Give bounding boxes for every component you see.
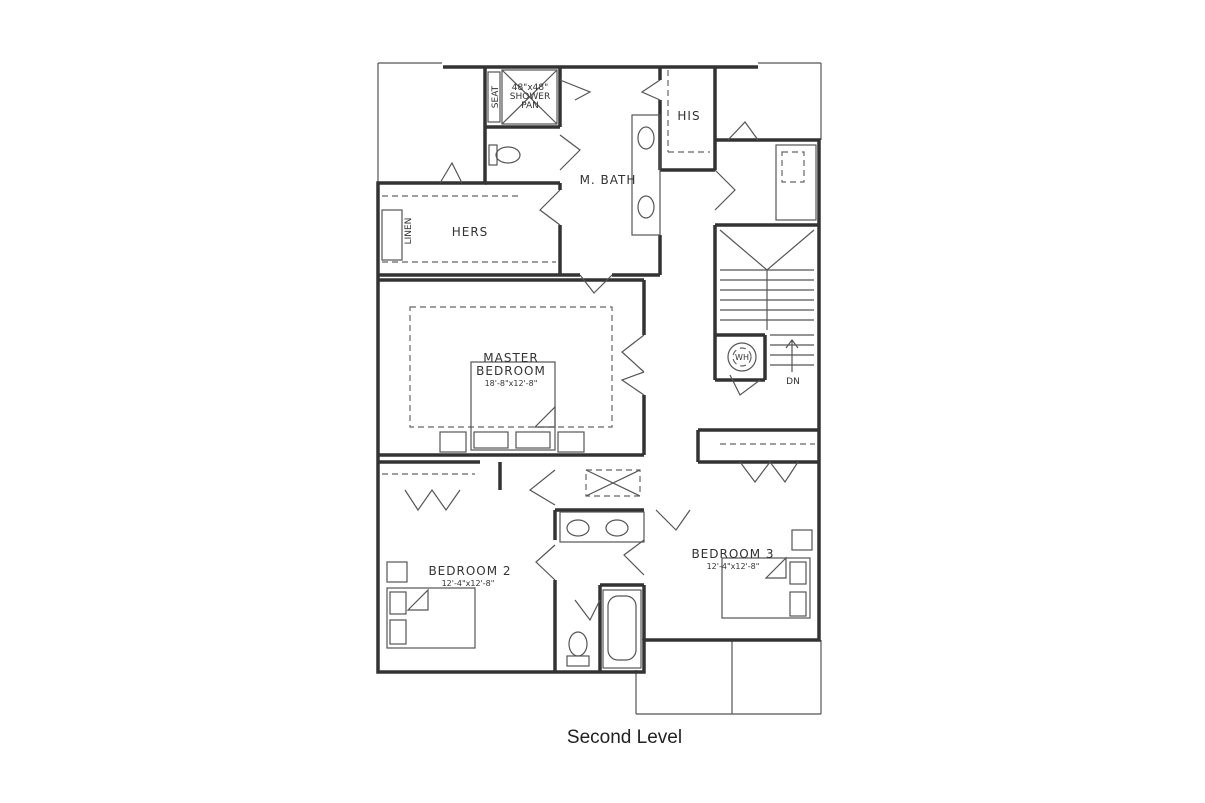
bedroom3-label: BEDROOM 3 xyxy=(691,547,774,561)
master-bedroom-dimensions: 18'-8"x12'-8" xyxy=(485,379,538,388)
hers-closet-label: HERS xyxy=(452,225,489,239)
bedroom2-bed xyxy=(386,561,476,649)
bedroom2-label: BEDROOM 2 xyxy=(428,564,511,578)
pan-label: PAN xyxy=(521,101,539,111)
attic-access xyxy=(585,469,641,497)
shower-label: SHOWER xyxy=(510,92,550,102)
master-bed xyxy=(409,306,613,453)
utility-fixture xyxy=(775,144,817,221)
exterior-walls xyxy=(376,65,821,674)
seat-label: SEAT xyxy=(491,85,501,108)
master-bath-label: M. BATH xyxy=(580,173,637,187)
his-closet-label: HIS xyxy=(677,109,700,123)
shower-size-label: 48"x48" xyxy=(512,83,549,93)
toilet-master xyxy=(488,144,521,166)
bedroom2-dimensions: 12'-4"x12'-8" xyxy=(442,579,495,588)
hall-vanity xyxy=(559,511,645,543)
stair-down-label: DN xyxy=(786,377,800,387)
shower-pan xyxy=(487,69,558,125)
bathtub xyxy=(602,589,642,669)
site-outline xyxy=(377,62,822,715)
bedroom3-bed xyxy=(721,529,813,619)
bedroom3-dimensions: 12'-4"x12'-8" xyxy=(707,562,760,571)
interior-walls xyxy=(378,67,819,672)
master-bedroom-label-1: MASTER xyxy=(483,351,538,365)
water-heater xyxy=(727,342,757,372)
master-bedroom-label-2: BEDROOM xyxy=(476,364,546,378)
closet-shelves xyxy=(381,70,815,475)
water-heater-label: WH xyxy=(735,353,749,362)
master-vanity xyxy=(631,114,661,236)
door-swings xyxy=(404,79,799,622)
staircase xyxy=(719,229,815,372)
linen-label: LINEN xyxy=(404,218,414,245)
plan-caption: Second Level xyxy=(566,727,683,748)
toilet-hall xyxy=(566,631,590,667)
